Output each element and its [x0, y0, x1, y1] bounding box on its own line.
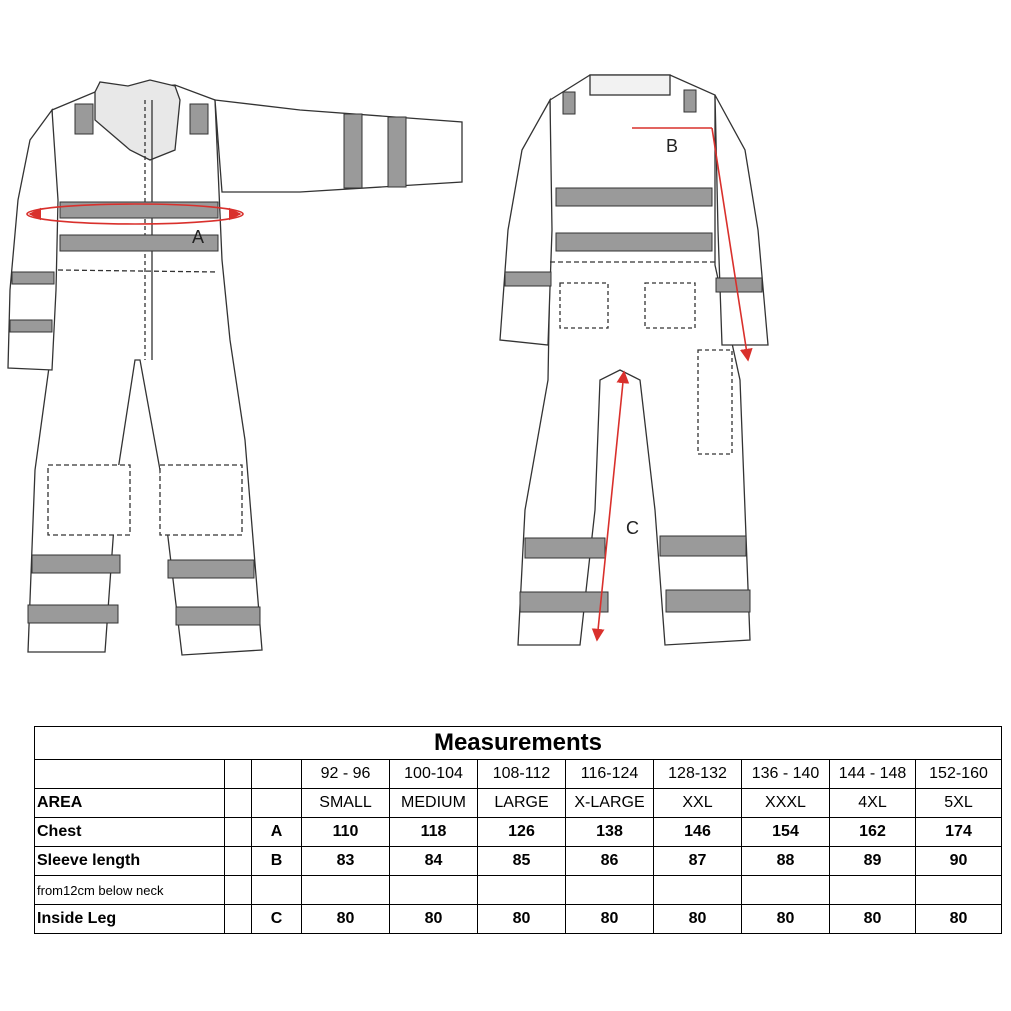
area-header: AREA [34, 788, 225, 818]
row-label: Inside Leg [34, 904, 225, 934]
value-cell: 84 [389, 846, 478, 876]
back-view [499, 74, 769, 646]
row-label: from12cm below neck [34, 875, 225, 905]
table-row-sleeve-note: from12cm below neck [34, 875, 1002, 905]
front-reflective-tapes [9, 103, 407, 626]
size-name-cell: SMALL [301, 788, 390, 818]
chest-size-cell: 152-160 [915, 759, 1002, 789]
value-cell: 89 [829, 846, 916, 876]
value-cell: 174 [915, 817, 1002, 847]
value-cell: 87 [653, 846, 742, 876]
chest-size-row: 92 - 96 100-104 108-112 116-124 128-132 … [34, 759, 1002, 789]
value-cell: 90 [915, 846, 1002, 876]
value-cell: 80 [741, 904, 830, 934]
chest-measure-arrow [26, 203, 244, 225]
label-b: B [666, 136, 678, 156]
value-cell: 162 [829, 817, 916, 847]
size-name-row: AREA SMALL MEDIUM LARGE X-LARGE XXL XXXL… [34, 788, 1002, 818]
chest-size-cell: 116-124 [565, 759, 654, 789]
value-cell: 146 [653, 817, 742, 847]
table-title: Measurements [34, 726, 1002, 760]
value-cell: 154 [741, 817, 830, 847]
chest-size-cell: 92 - 96 [301, 759, 390, 789]
chest-size-cell: 108-112 [477, 759, 566, 789]
chest-size-cell: 100-104 [389, 759, 478, 789]
table-row-chest: Chest A 110 118 126 138 146 154 162 174 [34, 817, 1002, 847]
value-cell: 80 [301, 904, 390, 934]
value-cell: 85 [477, 846, 566, 876]
value-cell: 80 [915, 904, 1002, 934]
value-cell [741, 875, 830, 905]
value-cell: 138 [565, 817, 654, 847]
value-cell [389, 875, 478, 905]
size-name-cell: XXXL [741, 788, 830, 818]
value-cell [915, 875, 1002, 905]
chest-size-cell: 128-132 [653, 759, 742, 789]
value-cell: 126 [477, 817, 566, 847]
chest-size-cell: 144 - 148 [829, 759, 916, 789]
size-name-cell: 4XL [829, 788, 916, 818]
value-cell: 88 [741, 846, 830, 876]
row-code: A [251, 817, 302, 847]
row-label: Sleeve length [34, 846, 225, 876]
value-cell [653, 875, 742, 905]
size-name-cell: LARGE [477, 788, 566, 818]
inside-leg-measure-arrow [591, 370, 630, 642]
value-cell: 86 [565, 846, 654, 876]
value-cell [829, 875, 916, 905]
label-a: A [192, 227, 204, 247]
value-cell: 80 [653, 904, 742, 934]
value-cell: 80 [565, 904, 654, 934]
size-name-cell: 5XL [915, 788, 1002, 818]
sleeve-measure-arrow [632, 127, 753, 362]
size-name-cell: MEDIUM [389, 788, 478, 818]
value-cell [301, 875, 390, 905]
value-cell: 80 [477, 904, 566, 934]
row-code [251, 875, 302, 905]
value-cell: 80 [389, 904, 478, 934]
row-code: C [251, 904, 302, 934]
value-cell: 110 [301, 817, 390, 847]
front-view [7, 79, 463, 656]
table-row-inside-leg: Inside Leg C 80 80 80 80 80 80 80 80 [34, 904, 1002, 934]
size-name-cell: XXL [653, 788, 742, 818]
value-cell: 118 [389, 817, 478, 847]
row-label: Chest [34, 817, 225, 847]
value-cell: 80 [829, 904, 916, 934]
coverall-diagram: A B C [7, 74, 769, 656]
row-code: B [251, 846, 302, 876]
chest-size-cell: 136 - 140 [741, 759, 830, 789]
table-row-sleeve: Sleeve length B 83 84 85 86 87 88 89 90 [34, 846, 1002, 876]
value-cell [477, 875, 566, 905]
measurements-table: Measurements 92 - 96 100-104 108-112 116… [34, 726, 1002, 934]
size-name-cell: X-LARGE [565, 788, 654, 818]
value-cell: 83 [301, 846, 390, 876]
value-cell [565, 875, 654, 905]
label-c: C [626, 518, 639, 538]
back-reflective-tapes [504, 89, 763, 613]
